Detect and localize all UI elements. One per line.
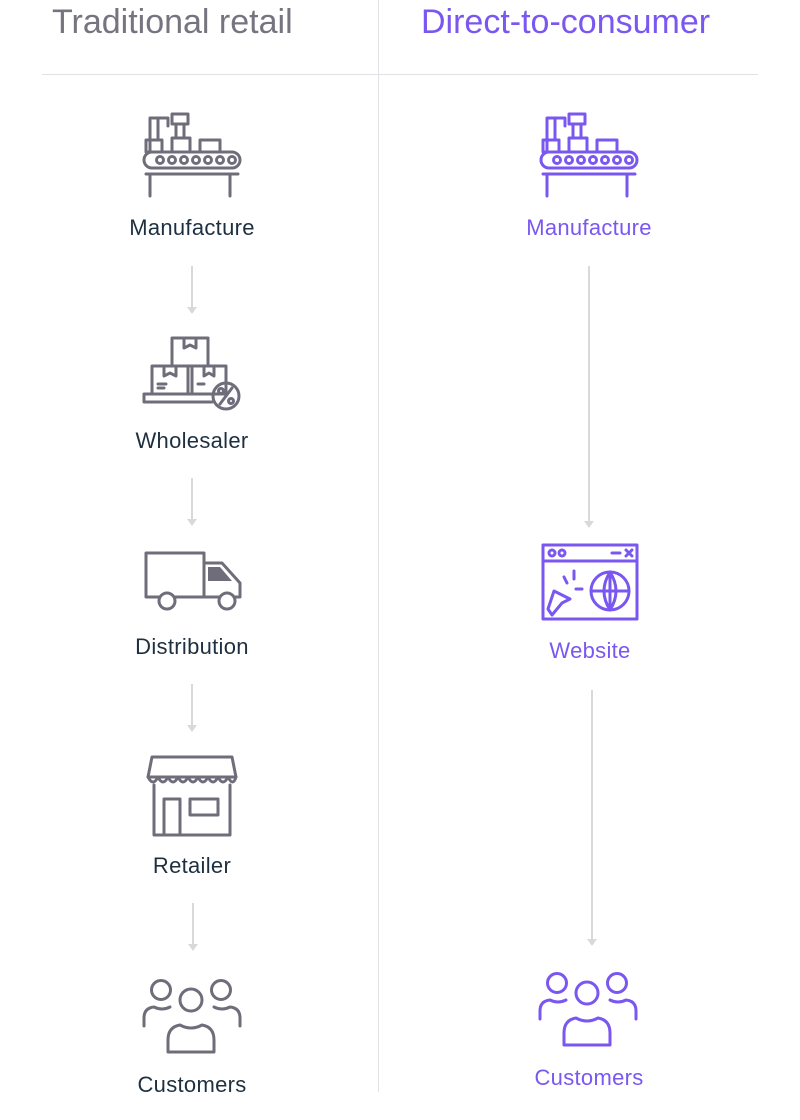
storefront-icon	[142, 755, 242, 855]
step-label-customers: Customers	[137, 1072, 247, 1097]
factory-conveyor-icon	[142, 110, 242, 210]
factory-conveyor-icon	[539, 110, 639, 210]
customers-group-icon	[538, 967, 638, 1067]
flow-arrow	[187, 684, 197, 732]
flow-arrow	[187, 478, 197, 526]
direct-to-consumer-title: Direct-to-consumer	[421, 3, 711, 41]
step-label-manufacture: Manufacture	[526, 215, 652, 240]
step-label-retailer: Retailer	[152, 853, 232, 878]
flow-arrow	[188, 903, 198, 951]
flow-arrow	[584, 266, 594, 528]
step-label-wholesaler: Wholesaler	[135, 428, 249, 453]
website-browser-icon	[540, 543, 640, 643]
step-label-website: Website	[549, 638, 631, 663]
flow-arrow	[187, 266, 197, 314]
step-label-distribution: Distribution	[135, 634, 249, 659]
column-divider	[378, 0, 379, 1092]
customers-group-icon	[142, 974, 242, 1074]
boxes-discount-icon	[142, 334, 242, 434]
delivery-truck-icon	[142, 547, 242, 647]
step-label-manufacture: Manufacture	[129, 215, 255, 240]
step-label-customers: Customers	[534, 1065, 644, 1090]
traditional-retail-title: Traditional retail	[52, 3, 293, 41]
flow-arrow	[587, 690, 597, 946]
header-divider	[42, 74, 758, 75]
